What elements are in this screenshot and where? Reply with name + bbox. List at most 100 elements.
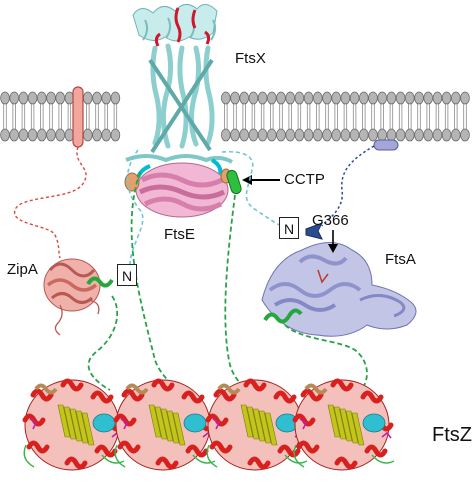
zipa-linker — [14, 146, 87, 259]
lipid-head — [331, 128, 342, 142]
zipa-transmembrane-helix — [72, 86, 84, 148]
lipid-head — [386, 128, 397, 142]
lipid-head — [441, 91, 452, 105]
ftsa-bound-ctd-helix — [263, 308, 303, 324]
lipid-head — [460, 91, 470, 105]
zipa-protein — [43, 258, 101, 336]
lipid-head — [285, 128, 296, 142]
lipid-head — [83, 91, 93, 105]
lipid-head — [9, 128, 19, 142]
lipid-head — [450, 91, 461, 105]
lipid-head — [18, 128, 29, 142]
cctp-helix — [226, 169, 242, 195]
lipid-head — [0, 91, 10, 105]
cctp-arrow — [242, 175, 280, 185]
lipid-head — [294, 91, 305, 105]
lipid-head — [92, 91, 102, 105]
n-terminus-box-left: N — [117, 264, 137, 286]
ftsa-linker — [321, 145, 375, 227]
lipid-head — [239, 128, 250, 142]
lipid-head — [349, 128, 360, 142]
lipid-head — [230, 91, 240, 105]
label-ftsz: FtsZ — [432, 424, 472, 446]
label-ftsa: FtsA — [385, 251, 416, 268]
label-zipa: ZipA — [7, 261, 38, 278]
lipid-head — [368, 91, 378, 105]
lipid-head — [340, 128, 351, 142]
lipid-head — [230, 128, 240, 142]
lipid-head — [423, 91, 434, 105]
lipid-head — [83, 128, 93, 142]
ftsx-n-terminal-linker — [126, 149, 144, 266]
label-ftsx: FtsX — [235, 50, 266, 67]
ftsx-protein — [125, 4, 234, 164]
lipid-head — [101, 91, 111, 105]
lipid-head — [349, 91, 360, 105]
zipa-bound-ctd-helix — [86, 276, 114, 288]
lipid-head — [276, 91, 286, 105]
lipid-head — [303, 128, 314, 142]
lipid-head — [395, 91, 406, 105]
lipid-head — [285, 91, 296, 105]
lipid-head — [257, 128, 268, 142]
lipid-head — [36, 128, 47, 142]
lipid-head — [331, 91, 342, 105]
lipid-head — [395, 128, 406, 142]
lipid-head — [276, 128, 286, 142]
lipid-head — [221, 91, 231, 105]
lipid-head — [221, 128, 231, 142]
lipid-head — [0, 128, 10, 142]
lipid-head — [248, 91, 259, 105]
lipid-head — [414, 128, 424, 142]
lipid-head — [404, 91, 415, 105]
ftsz-subunit — [113, 378, 216, 471]
lipid-head — [312, 91, 323, 105]
lipid-head — [294, 128, 305, 142]
lipid-head — [92, 128, 102, 142]
lipid-head — [257, 91, 268, 105]
lipid-head — [27, 91, 38, 105]
ftsz-subunit — [22, 378, 125, 471]
lipid-head — [423, 128, 434, 142]
lipid-head — [110, 128, 121, 142]
ftsa-n-terminal-chevron — [305, 222, 324, 240]
lipid-head — [377, 128, 388, 142]
lipid-head — [9, 91, 19, 105]
lipid-head — [432, 128, 443, 142]
lipid-head — [55, 91, 65, 105]
ftsz-filament — [22, 378, 395, 471]
lipid-head — [46, 91, 56, 105]
label-g366: G366 — [312, 212, 349, 229]
label-ftse: FtsE — [164, 226, 195, 243]
lipid-head — [239, 91, 250, 105]
lipid-head — [441, 128, 452, 142]
lipid-head — [432, 91, 443, 105]
lipid-head — [404, 128, 415, 142]
lipid-head — [460, 128, 470, 142]
n-terminus-box-right: N — [279, 217, 299, 239]
lipid-head — [340, 91, 351, 105]
lipid-head — [303, 91, 314, 105]
lipid-head — [377, 91, 388, 105]
lipid-head — [368, 128, 378, 142]
ftse-protein — [124, 158, 232, 218]
lipid-head — [110, 91, 121, 105]
ftsz-subunit — [292, 378, 395, 471]
lipid-head — [322, 128, 332, 142]
lipid-head — [248, 128, 259, 142]
lipid-head — [266, 128, 277, 142]
lipid-head — [266, 91, 277, 105]
g366-arrow — [328, 230, 338, 253]
lipid-head — [312, 128, 323, 142]
lipid-bilayer — [0, 91, 470, 142]
lipid-head — [101, 128, 111, 142]
lipid-head — [27, 128, 38, 142]
ftsa-amphipathic-helix — [373, 139, 399, 151]
lipid-head — [36, 91, 47, 105]
ftsx-c-linker — [221, 150, 283, 227]
lipid-head — [46, 128, 56, 142]
lipid-head — [358, 128, 369, 142]
ftsz-subunit — [205, 378, 308, 471]
lipid-head — [414, 91, 424, 105]
